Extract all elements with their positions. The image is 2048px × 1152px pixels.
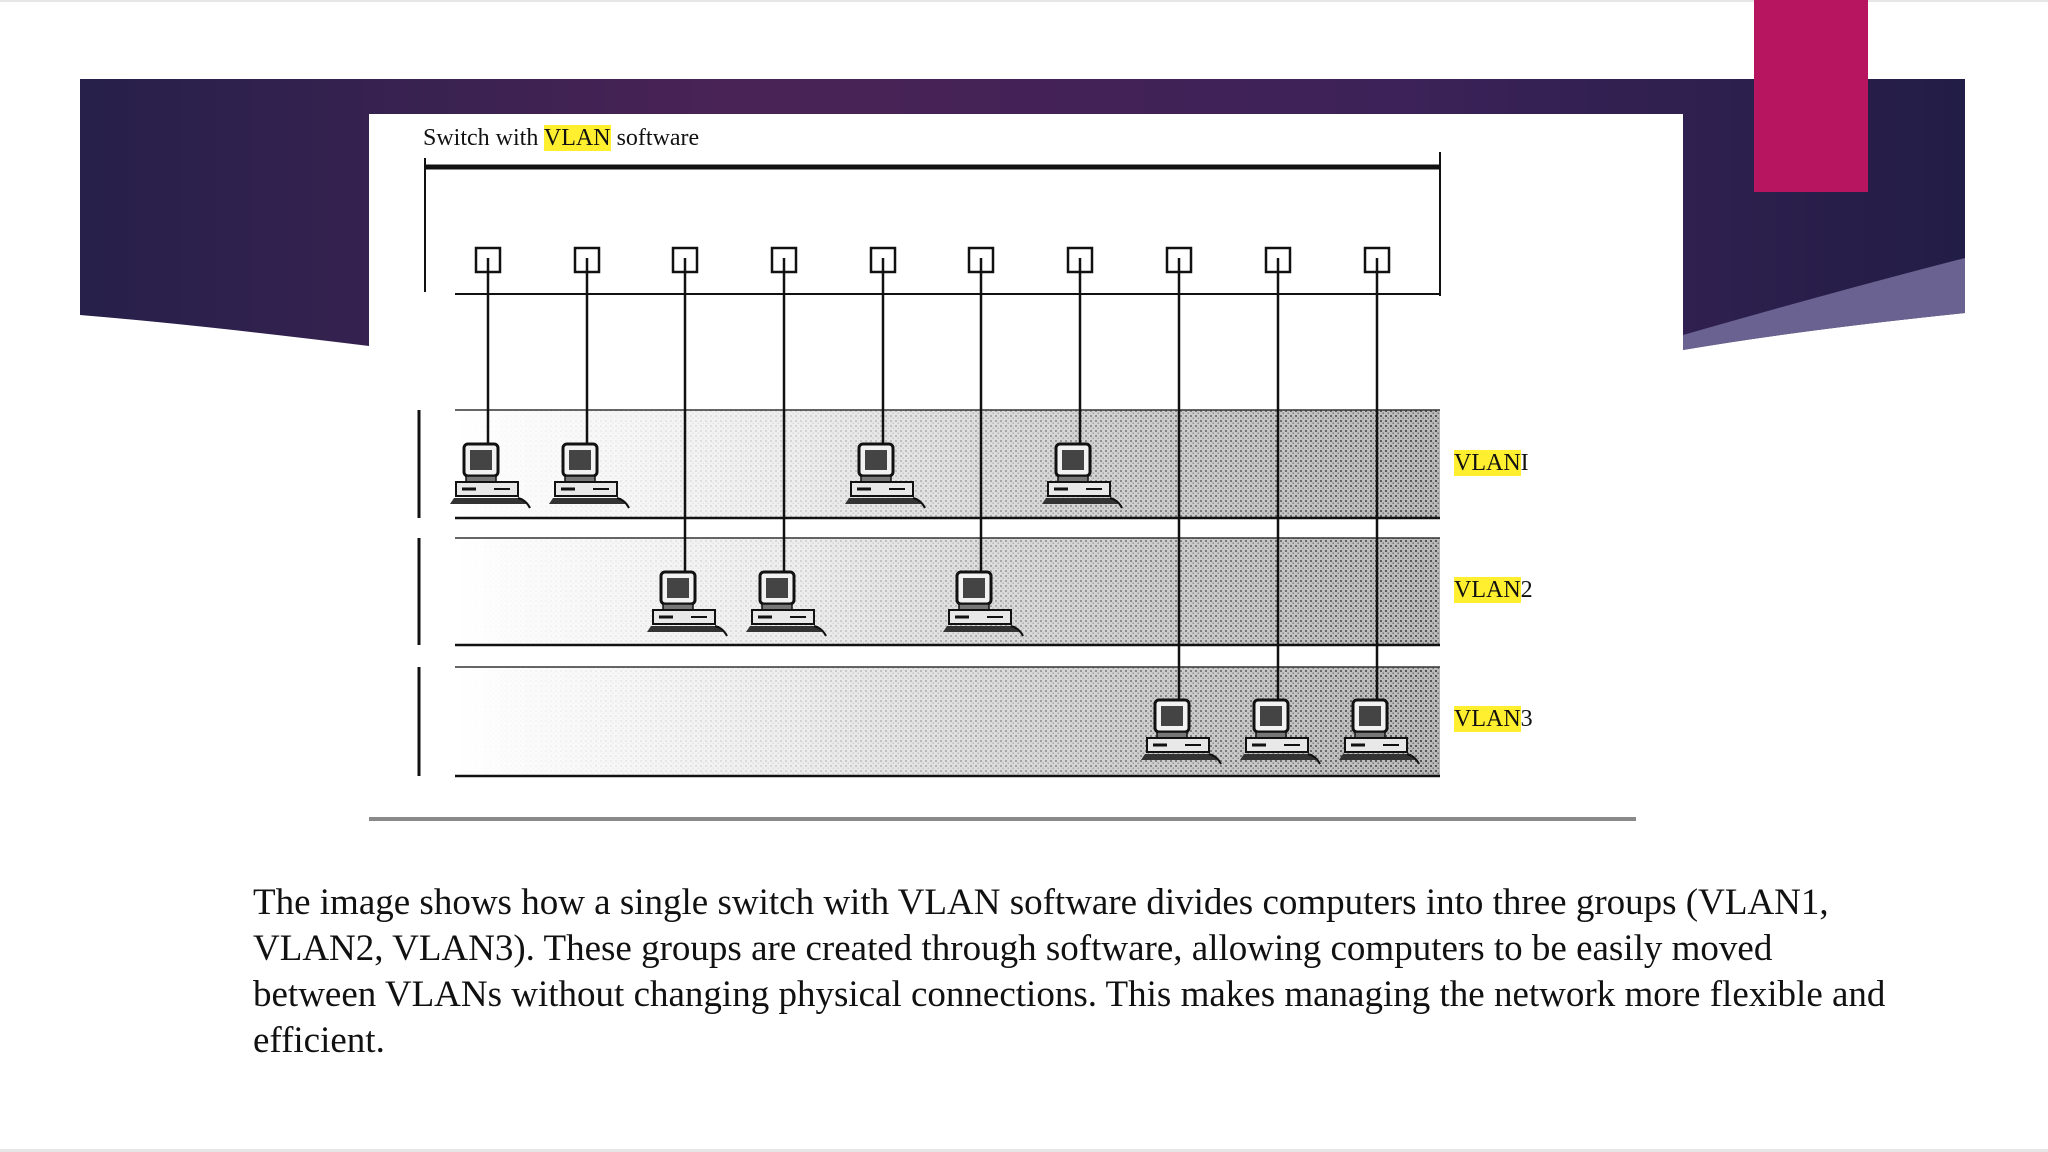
bottom-border [0,1149,2048,1152]
banner-wave [1683,258,1965,350]
vlan3-label-suffix: 3 [1520,706,1533,732]
vlan3-label: VLAN3 [1454,706,1533,733]
vlan1-label-suffix: I [1520,450,1529,476]
switch-title-prefix: Switch with [423,125,544,151]
vlan1-label-highlight: VLAN [1454,450,1521,476]
vlan2-label: VLAN2 [1454,577,1533,604]
switch-title-highlight: VLAN [543,125,611,151]
switch-title: Switch with VLAN software [423,125,699,152]
caption-text: The image shows how a single switch with… [253,882,1886,1061]
top-border [0,0,2048,2]
accent-tab [1754,0,1868,192]
figure-underline [369,817,1636,821]
vlan3-label-highlight: VLAN [1454,706,1521,732]
vlan2-label-suffix: 2 [1520,577,1533,603]
vlan-diagram [417,152,1441,778]
switch-title-suffix: software [610,125,700,151]
vlan1-label: VLANI [1454,450,1529,477]
vlan2-label-highlight: VLAN [1454,577,1521,603]
